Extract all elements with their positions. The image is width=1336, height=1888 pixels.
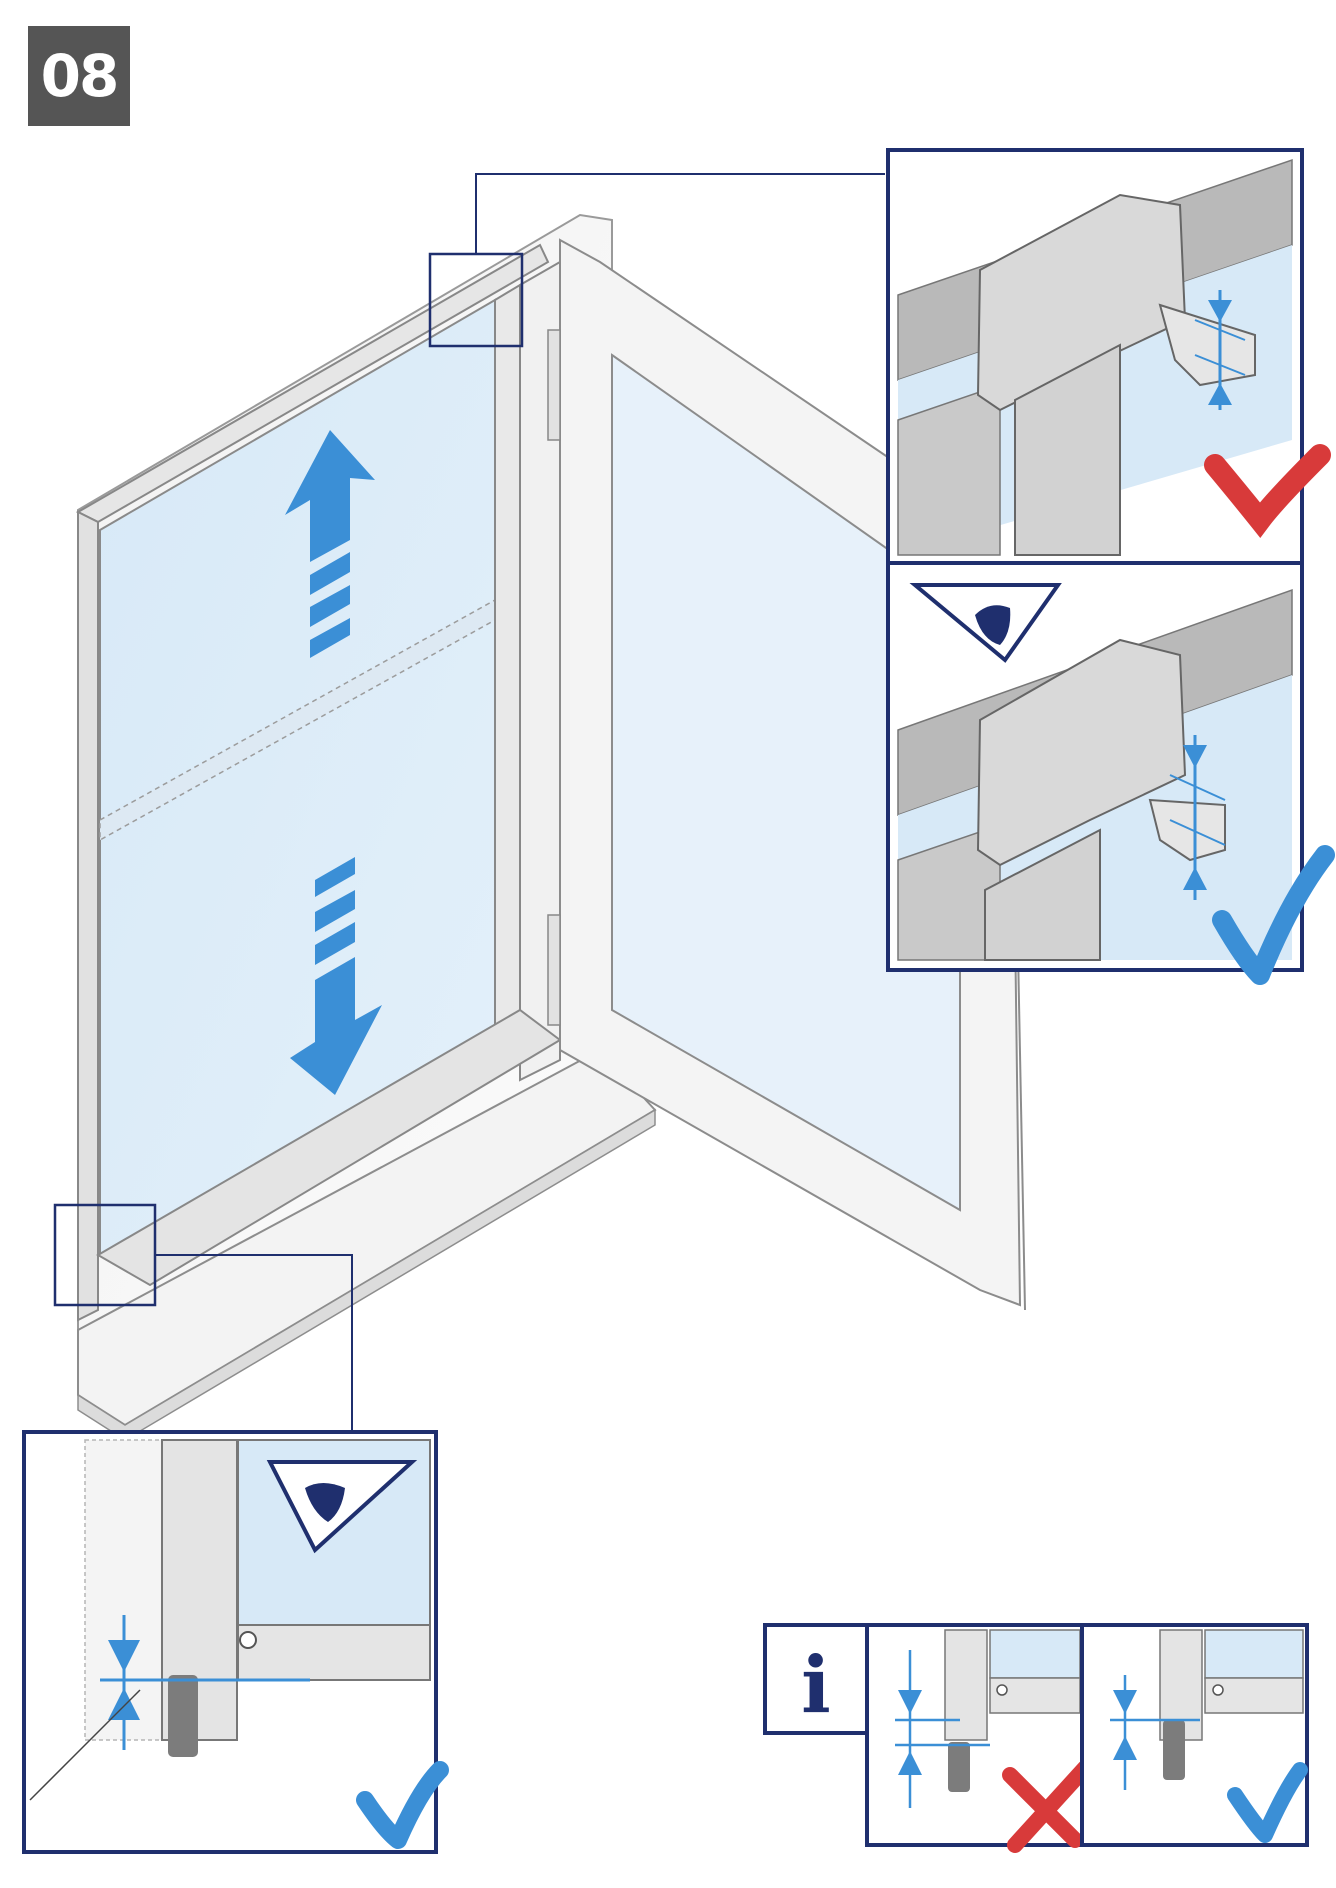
hinge-top	[547, 329, 561, 441]
detail-panel-bottom	[22, 1430, 449, 1854]
callout-bottom-leader	[155, 1254, 353, 1432]
hinge-bottom	[547, 914, 561, 1026]
info-letter: i	[801, 1640, 831, 1731]
cross-icon	[1204, 444, 1331, 538]
info-strip: i	[763, 1623, 1309, 1853]
sash-glass	[611, 353, 961, 1212]
detail-correct-view	[897, 583, 1335, 985]
arrow-up-icon	[285, 430, 375, 658]
cross-icon	[1002, 1760, 1093, 1853]
eye-icon	[909, 583, 1062, 663]
window-sill-front	[77, 1108, 656, 1441]
eye-icon	[266, 1460, 418, 1554]
window-frame-left	[77, 510, 99, 1322]
check-icon	[1227, 1762, 1308, 1843]
check-icon	[356, 1761, 449, 1849]
callout-top-leader	[475, 173, 885, 254]
detail-incorrect-view	[897, 158, 1331, 556]
window-assembly	[53, 173, 1026, 1441]
arrow-down-icon	[290, 857, 382, 1095]
detail-panel-top	[886, 148, 1335, 985]
bracket-part	[976, 193, 1187, 412]
frame-jamb	[519, 260, 561, 1082]
step-number-badge: 08	[28, 26, 130, 126]
guide-rail-right	[494, 283, 521, 1047]
check-icon	[1212, 845, 1335, 985]
